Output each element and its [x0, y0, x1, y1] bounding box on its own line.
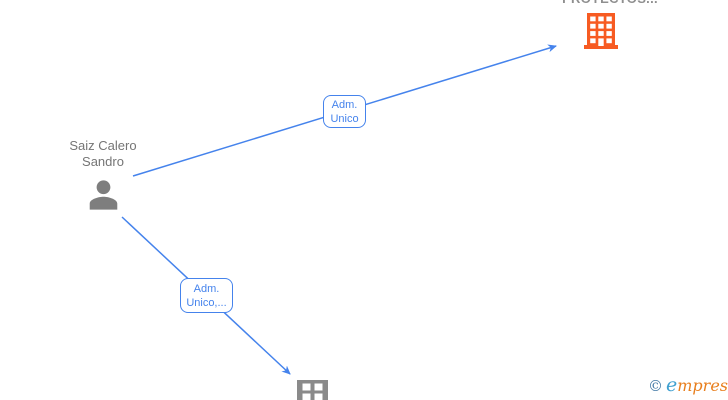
person-icon[interactable] [88, 177, 119, 212]
person-name-line2: Sandro [82, 154, 124, 169]
person-name-line1: Saiz Calero [69, 138, 137, 153]
company-top-name[interactable]: PROYECTOS... [550, 0, 670, 6]
building-icon[interactable] [297, 380, 328, 400]
person-name[interactable]: Saiz Calero Sandro [47, 138, 159, 170]
watermark-brand-first-letter: e [666, 374, 678, 396]
empresia-watermark: ©empresia [648, 374, 728, 396]
building-icon[interactable] [584, 12, 618, 49]
edge-label-line2: Unico [330, 112, 359, 125]
edge-label-line1: Adm. [193, 282, 220, 295]
copyright-icon: © [648, 377, 663, 395]
edge-label-adm-unico-etc[interactable]: Adm. Unico,... [180, 278, 233, 313]
edge-label-adm-unico[interactable]: Adm. Unico [323, 95, 366, 128]
edge-label-line2: Unico,... [186, 296, 227, 309]
watermark-brand-rest: mpresia [677, 376, 728, 395]
edge-label-line1: Adm. [331, 98, 358, 111]
